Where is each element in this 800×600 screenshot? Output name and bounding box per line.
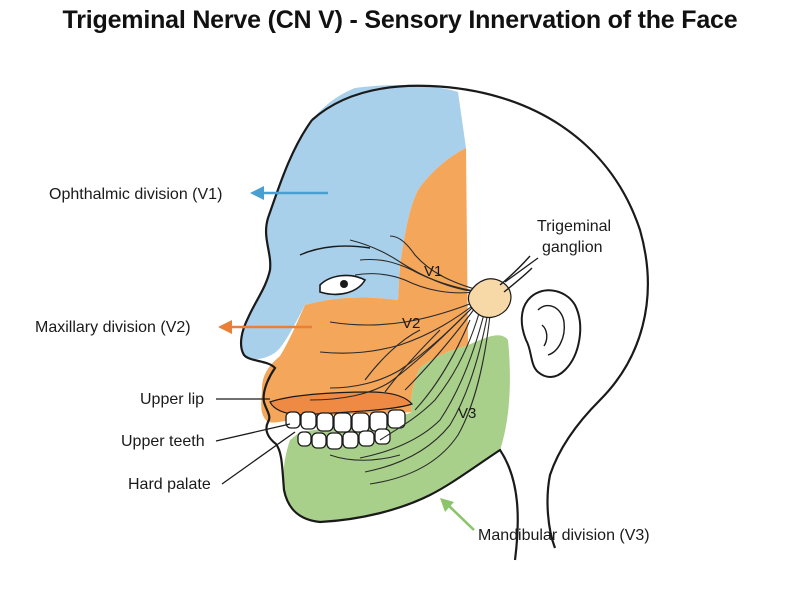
upper-teeth-row	[285, 409, 406, 433]
lower-teeth-row	[297, 428, 391, 450]
trigeminal-ganglion-shape	[467, 278, 512, 319]
upper-teeth-pointer	[215, 423, 291, 442]
upper-teeth-label: Upper teeth	[121, 433, 205, 450]
mandibular-arrow	[440, 498, 475, 531]
ear-inner	[537, 304, 565, 356]
ear	[520, 289, 582, 378]
ophthalmic-region	[241, 85, 466, 360]
maxillary-label: Maxillary division (V2)	[35, 319, 191, 336]
ganglion-root-2	[503, 267, 533, 293]
eye-pupil	[340, 280, 348, 288]
head-outline	[239, 84, 649, 561]
ganglion-root	[499, 255, 531, 286]
ganglion-label-line2: ganglion	[542, 239, 603, 256]
hard-palate-label: Hard palate	[128, 476, 211, 493]
hard-palate-pointer	[221, 431, 296, 485]
v1-label: V1	[424, 263, 442, 280]
v3-label: V3	[458, 405, 476, 422]
ophthalmic-arrow	[250, 186, 328, 200]
ganglion-label-line1: Trigeminal	[537, 218, 611, 235]
page-title: Trigeminal Nerve (CN V) - Sensory Innerv…	[62, 6, 738, 34]
upper-lip-label: Upper lip	[140, 391, 204, 408]
maxillary-arrow	[218, 320, 312, 334]
ophthalmic-label: Ophthalmic division (V1)	[49, 186, 222, 203]
ganglion-pointer	[504, 257, 539, 283]
nerve-branches	[309, 235, 491, 485]
v2-label: V2	[402, 315, 420, 332]
eyebrow	[299, 245, 371, 256]
mandibular-label: Mandibular division (V3)	[478, 527, 650, 544]
